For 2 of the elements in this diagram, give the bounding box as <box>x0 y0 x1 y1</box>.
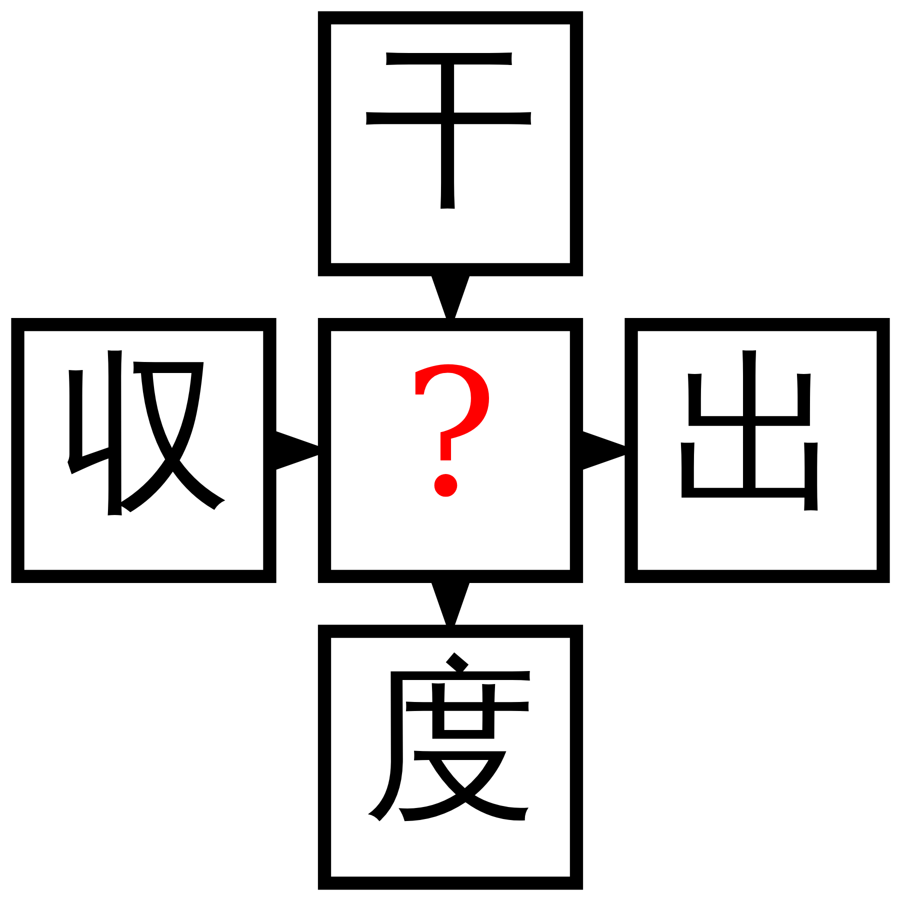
node-box: 度 <box>317 624 583 890</box>
node-box: 出 <box>624 317 890 583</box>
